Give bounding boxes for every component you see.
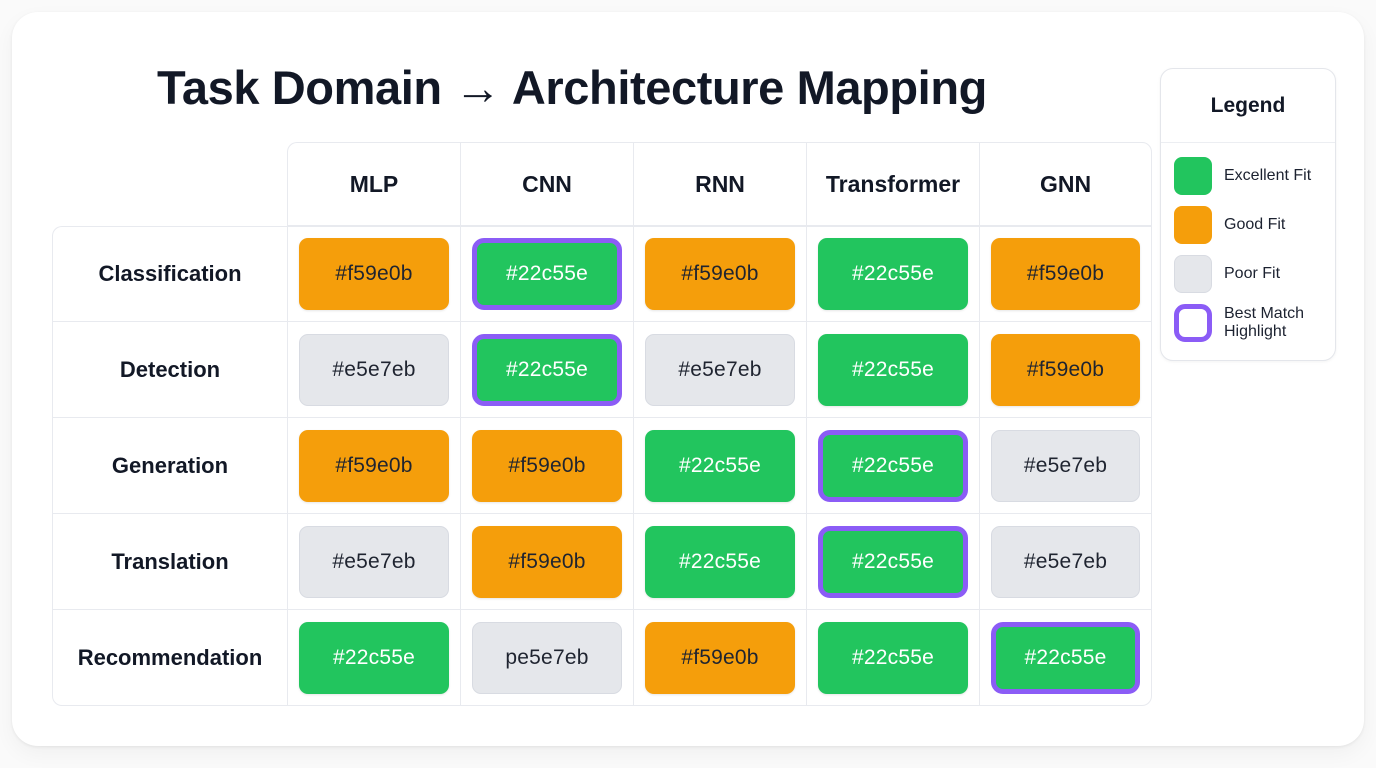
matrix-cell[interactable]: #e5e7eb [979, 514, 1152, 610]
gray-square-icon [1174, 255, 1212, 293]
cell-chip: #f59e0b [991, 238, 1140, 310]
cell-chip-best-match: #22c55e [991, 621, 1140, 694]
matrix-row: Translation#e5e7eb#f59e0b#22c55e#22c55e#… [52, 514, 1152, 610]
legend-item-label: Excellent Fit [1224, 166, 1312, 184]
legend-item[interactable]: Poor Fit [1174, 255, 1322, 293]
matrix-cell[interactable]: #f59e0b [460, 418, 633, 514]
matrix-cell[interactable]: #e5e7eb [633, 322, 806, 418]
cell-chip-best-match: #22c55e [818, 525, 968, 598]
cell-chip-best-match: #22c55e [472, 238, 622, 310]
matrix-cell[interactable]: #22c55e [633, 418, 806, 514]
cell-chip: #22c55e [645, 525, 795, 598]
matrix-cell[interactable]: #22c55e [806, 610, 979, 706]
legend-item[interactable]: Excellent Fit [1174, 157, 1322, 195]
cell-chip: #e5e7eb [299, 333, 449, 406]
row-label-recommendation[interactable]: Recommendation [52, 610, 287, 706]
row-label-generation[interactable]: Generation [52, 418, 287, 514]
cell-chip: #f59e0b [472, 429, 622, 502]
green-square-icon [1174, 157, 1212, 195]
matrix-cell[interactable]: #f59e0b [287, 418, 460, 514]
cell-chip: #22c55e [818, 238, 968, 310]
cell-chip: #e5e7eb [991, 429, 1140, 502]
legend-title: Legend [1161, 69, 1335, 143]
cell-chip-best-match: #22c55e [818, 429, 968, 502]
matrix-cell[interactable]: #22c55e [806, 514, 979, 610]
matrix-cell[interactable]: #22c55e [806, 226, 979, 322]
matrix-cell[interactable]: #f59e0b [287, 226, 460, 322]
matrix-cell[interactable]: #f59e0b [633, 610, 806, 706]
cell-chip: #f59e0b [645, 621, 795, 694]
cell-chip: #e5e7eb [645, 333, 795, 406]
cell-chip: #e5e7eb [299, 525, 449, 598]
cell-chip: #22c55e [818, 333, 968, 406]
matrix-cell[interactable]: #f59e0b [633, 226, 806, 322]
matrix-cell[interactable]: #22c55e [806, 322, 979, 418]
column-header-gnn[interactable]: GNN [979, 142, 1152, 226]
matrix-cell[interactable]: #e5e7eb [287, 514, 460, 610]
matrix-cell[interactable]: #22c55e [460, 322, 633, 418]
matrix-cell[interactable]: #22c55e [806, 418, 979, 514]
matrix-corner-cell [52, 142, 287, 226]
matrix-cell[interactable]: #22c55e [287, 610, 460, 706]
cell-chip: #22c55e [299, 621, 449, 694]
cell-chip: #f59e0b [991, 333, 1140, 406]
row-label-detection[interactable]: Detection [52, 322, 287, 418]
purple-outline-square-icon [1174, 304, 1212, 342]
matrix-row: Generation#f59e0b#f59e0b#22c55e#22c55e#e… [52, 418, 1152, 514]
cell-chip: #f59e0b [299, 238, 449, 310]
matrix-cell[interactable]: #e5e7eb [287, 322, 460, 418]
cell-chip: #e5e7eb [991, 525, 1140, 598]
matrix-cell[interactable]: pe5e7eb [460, 610, 633, 706]
column-header-rnn[interactable]: RNN [633, 142, 806, 226]
cell-chip: #f59e0b [299, 429, 449, 502]
row-label-classification[interactable]: Classification [52, 226, 287, 322]
matrix-cell[interactable]: #f59e0b [979, 226, 1152, 322]
matrix-cell[interactable]: #22c55e [460, 226, 633, 322]
page-title: Task Domain → Architecture Mapping [157, 61, 987, 114]
cell-chip: #f59e0b [472, 525, 622, 598]
matrix-row: Detection#e5e7eb#22c55e#e5e7eb#22c55e#f5… [52, 322, 1152, 418]
legend-item-label: Poor Fit [1224, 264, 1281, 282]
matrix-cell[interactable]: #f59e0b [460, 514, 633, 610]
legend-item-label: Good Fit [1224, 215, 1286, 233]
matrix-row: Classification#f59e0b#22c55e#f59e0b#22c5… [52, 226, 1152, 322]
cell-chip: #f59e0b [645, 238, 795, 310]
matrix-cell[interactable]: #22c55e [633, 514, 806, 610]
matrix-cell[interactable]: #e5e7eb [979, 418, 1152, 514]
cell-chip: #22c55e [818, 621, 968, 694]
cell-chip: #22c55e [645, 429, 795, 502]
cell-chip-best-match: #22c55e [472, 333, 622, 406]
legend-item[interactable]: Best Match Highlight [1174, 304, 1322, 342]
column-header-transformer[interactable]: Transformer [806, 142, 979, 226]
column-header-mlp[interactable]: MLP [287, 142, 460, 226]
matrix-cell[interactable]: #f59e0b [979, 322, 1152, 418]
orange-square-icon [1174, 206, 1212, 244]
legend-item[interactable]: Good Fit [1174, 206, 1322, 244]
row-label-translation[interactable]: Translation [52, 514, 287, 610]
column-header-cnn[interactable]: CNN [460, 142, 633, 226]
cell-chip: pe5e7eb [472, 621, 622, 694]
matrix-body: Classification#f59e0b#22c55e#f59e0b#22c5… [52, 226, 1152, 706]
matrix-cell[interactable]: #22c55e [979, 610, 1152, 706]
legend-item-label: Best Match Highlight [1224, 304, 1305, 340]
